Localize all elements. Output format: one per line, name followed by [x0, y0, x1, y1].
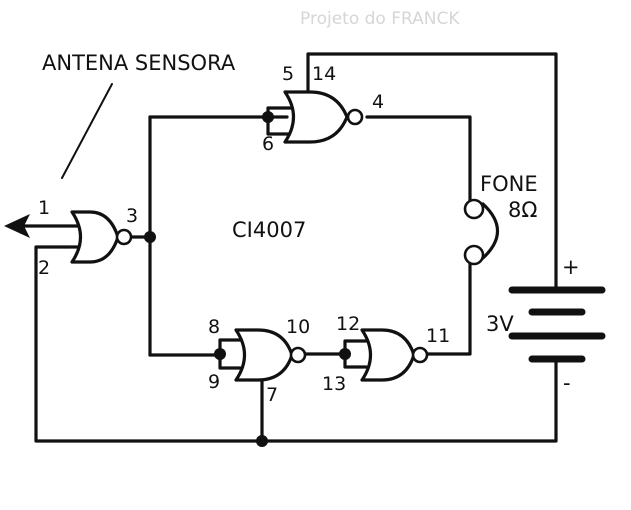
junction-gate4-inputs [339, 348, 351, 360]
watermark-header: Projeto do FRANCK [300, 9, 460, 29]
nor-gate-1 [266, 90, 364, 144]
nor-gate-3 [218, 328, 307, 382]
antenna-label-pointer [61, 83, 113, 179]
pin-label: 14 [312, 63, 336, 85]
pin-label: 2 [38, 257, 50, 279]
ic-label: CI4007 [232, 218, 306, 242]
pin-label: 3 [126, 205, 138, 227]
junction-gate3-inputs [214, 348, 226, 360]
wire-supply-top [306, 52, 558, 289]
nor-gate-2 [20, 210, 133, 264]
pin-label: 7 [266, 384, 278, 406]
wire-gate1-out [365, 115, 472, 202]
antenna-arrow-icon [4, 214, 30, 238]
pin-label: 11 [426, 325, 450, 347]
battery-minus-label: - [563, 371, 571, 395]
antenna-label: ANTENA SENSORA [42, 51, 236, 75]
wire-phone-return [423, 260, 472, 356]
phone-label: FONE [480, 172, 538, 196]
pin-label: 4 [372, 91, 384, 113]
pin-label: 5 [282, 63, 294, 85]
phone-impedance-label: 8Ω [508, 198, 537, 222]
pin-label: 13 [322, 373, 346, 395]
pin-label: 9 [208, 371, 220, 393]
pin-label: 6 [262, 133, 274, 155]
battery-voltage-label: 3V [486, 312, 514, 336]
nor-gate-4 [343, 328, 429, 382]
junction-node3 [144, 231, 156, 243]
wire-pin2-ground [34, 245, 558, 443]
earphone-icon [463, 198, 499, 266]
pin-label: 8 [208, 316, 220, 338]
pin-label: 10 [286, 316, 310, 338]
junction-gate1-inputs [262, 111, 274, 123]
junction-ground [256, 435, 268, 447]
battery-plus-label: + [562, 255, 580, 279]
battery-icon [508, 286, 606, 363]
pin-label: 1 [38, 197, 50, 219]
pin-label: 12 [336, 313, 360, 335]
